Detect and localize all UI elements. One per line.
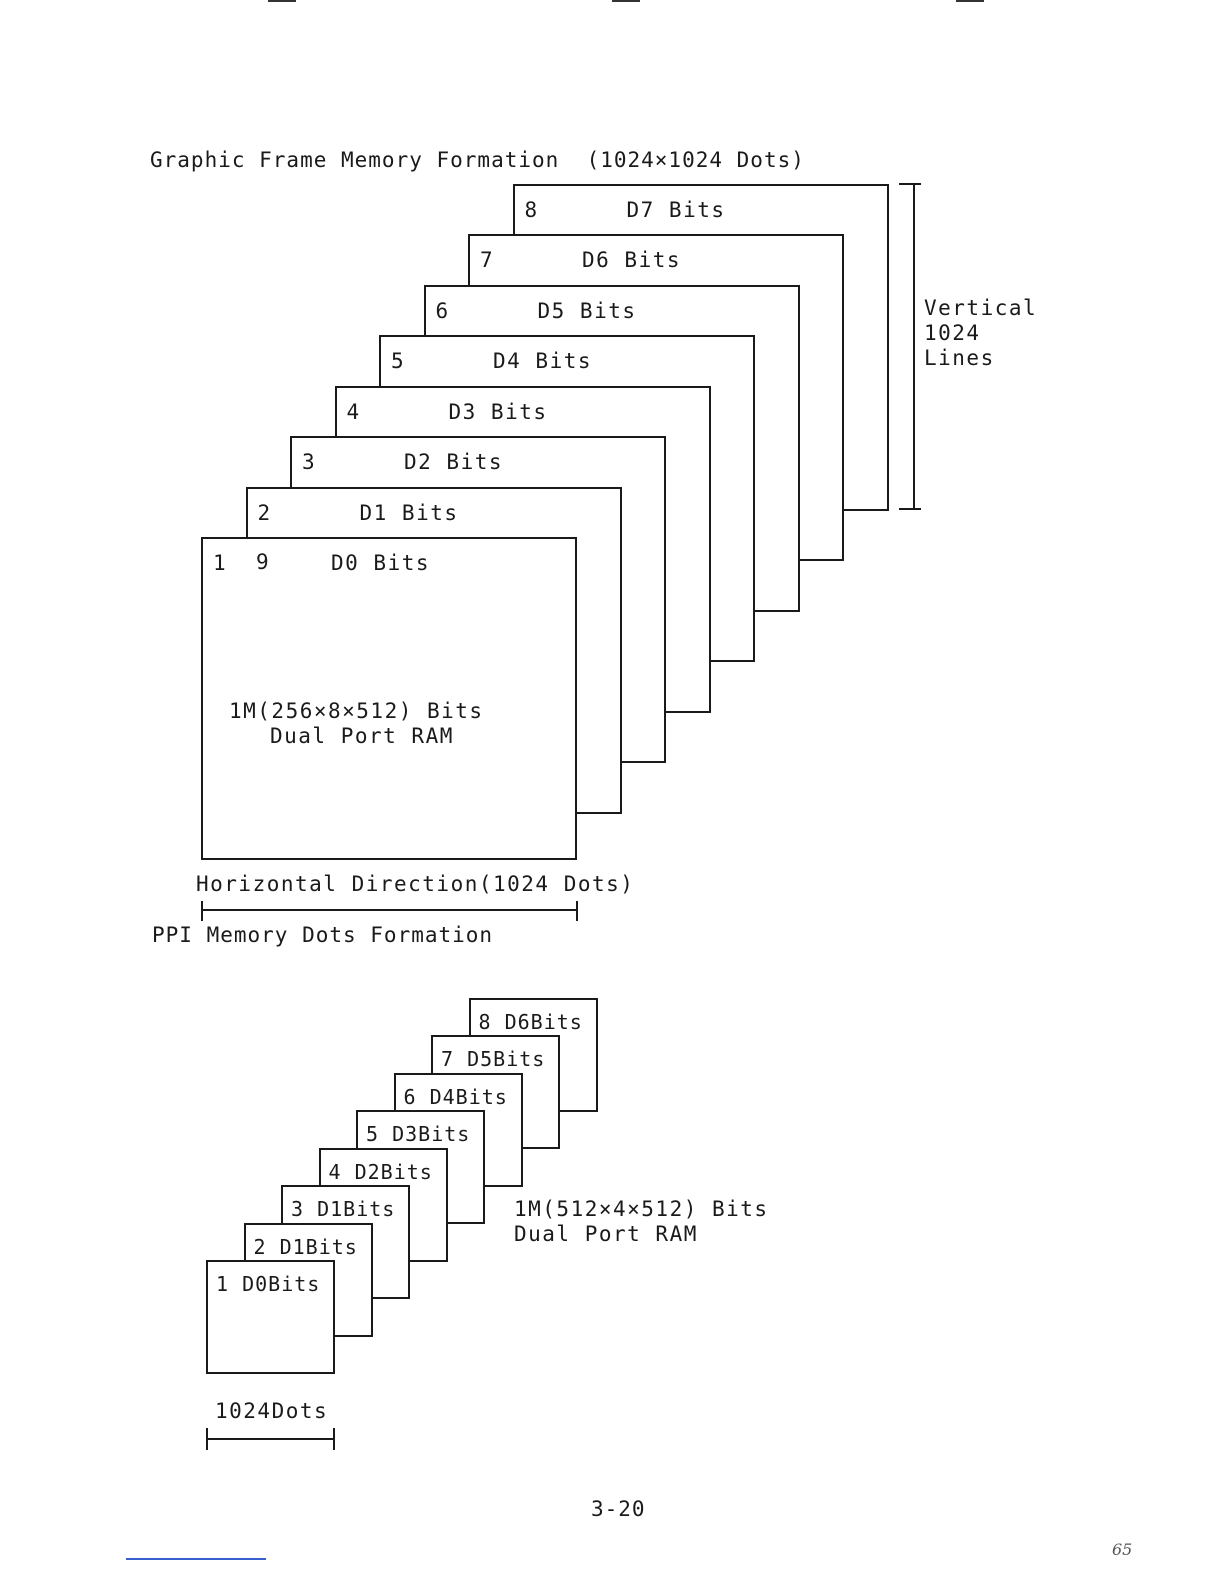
ppi-ram-line1: 1M(512×4×512) Bits	[514, 1197, 769, 1221]
ppi-plane-bits: D5Bits	[467, 1047, 546, 1071]
graphic-plane-label: D3 Bits	[448, 399, 548, 424]
header-mark-3	[956, 0, 984, 2]
graphic-plane-number: 3	[302, 450, 317, 474]
ppi-ram-line2: Dual Port RAM	[514, 1222, 698, 1246]
vertical-dimension-line	[913, 183, 915, 510]
horizontal-dimension-line	[202, 909, 578, 911]
graphic-ram-line1: 1M(256×8×512) Bits	[229, 699, 484, 723]
ppi-plane-label: 4 D2Bits	[329, 1160, 433, 1184]
vertical-label-line1: Vertical	[924, 296, 1038, 320]
ppi-plane-label: 6 D4Bits	[404, 1085, 508, 1109]
ppi-plane-bits: D6Bits	[504, 1009, 583, 1034]
corner-mark: 65	[1112, 1540, 1133, 1559]
graphic-frame-title: Graphic Frame Memory Formation (1024×102…	[150, 148, 805, 172]
graphic-front-extra-num: 9	[256, 550, 271, 574]
graphic-plane-number: 6	[435, 298, 450, 323]
graphic-plane-label: D1 Bits	[359, 500, 459, 525]
vertical-label-line3: Lines	[924, 346, 995, 370]
ppi-plane-number: 7	[441, 1047, 455, 1071]
graphic-plane-number: 4	[346, 399, 361, 424]
ppi-plane-number: 4	[328, 1159, 342, 1184]
ppi-plane-number: 3	[291, 1197, 305, 1221]
header-mark-2	[612, 0, 640, 2]
graphic-ram-line2: Dual Port RAM	[270, 724, 454, 748]
ppi-plane-label: 1 D0Bits	[216, 1272, 320, 1296]
ppi-title: PPI Memory Dots Formation	[152, 923, 494, 947]
ppi-plane-bits: D0Bits	[242, 1272, 321, 1296]
graphic-plane-label: D2 Bits	[404, 450, 504, 474]
graphic-plane-number: 1	[213, 551, 228, 575]
graphic-plane-label: D0 Bits	[331, 551, 431, 575]
ppi-plane-bits: D1Bits	[279, 1234, 358, 1259]
horizontal-dimension-tick-right	[576, 901, 578, 921]
ppi-plane-bits: D1Bits	[317, 1197, 396, 1221]
ppi-plane-number: 8	[478, 1009, 492, 1034]
vertical-dimension-tick-bottom	[899, 508, 921, 510]
graphic-plane-label: D6 Bits	[582, 248, 682, 272]
horizontal-dimension-tick-left	[201, 901, 203, 921]
ppi-dots-label: 1024Dots	[215, 1399, 329, 1423]
ppi-dimension-line	[207, 1438, 335, 1440]
ppi-plane-label: 3 D1Bits	[291, 1197, 395, 1221]
ppi-plane: 1 D0Bits	[206, 1260, 335, 1374]
ppi-dimension-tick-right	[333, 1428, 335, 1450]
ppi-plane-label: 7 D5Bits	[441, 1047, 545, 1071]
page-number: 3-20	[591, 1497, 646, 1521]
horizontal-direction-label: Horizontal Direction(1024 Dots)	[196, 872, 635, 896]
ppi-plane-bits: D2Bits	[354, 1159, 433, 1184]
graphic-plane-number: 8	[524, 197, 539, 222]
vertical-dimension-tick-top	[899, 183, 921, 185]
ppi-plane-number: 6	[403, 1084, 417, 1109]
header-mark-1	[268, 0, 296, 2]
graphic-plane-number: 7	[480, 248, 495, 272]
graphic-plane-number: 5	[391, 349, 406, 373]
ppi-plane-bits: D4Bits	[429, 1084, 508, 1109]
graphic-plane-label: D4 Bits	[493, 349, 593, 373]
graphic-plane-label: D5 Bits	[537, 298, 637, 323]
ppi-plane-number: 1	[216, 1272, 230, 1296]
ppi-plane-number: 5	[366, 1122, 380, 1146]
ppi-plane-bits: D3Bits	[392, 1122, 471, 1146]
ppi-plane-label: 5 D3Bits	[366, 1122, 470, 1146]
vertical-label-line2: 1024	[924, 321, 981, 345]
bottom-edge-line	[126, 1558, 266, 1560]
ppi-plane-label: 2 D1Bits	[254, 1235, 358, 1259]
ppi-dimension-tick-left	[206, 1428, 208, 1450]
graphic-plane: 1 D0 Bits	[201, 537, 577, 860]
graphic-plane-label: D7 Bits	[626, 197, 726, 222]
graphic-plane-number: 2	[257, 500, 272, 525]
ppi-plane-label: 8 D6Bits	[479, 1010, 583, 1034]
ppi-plane-number: 2	[253, 1234, 267, 1259]
